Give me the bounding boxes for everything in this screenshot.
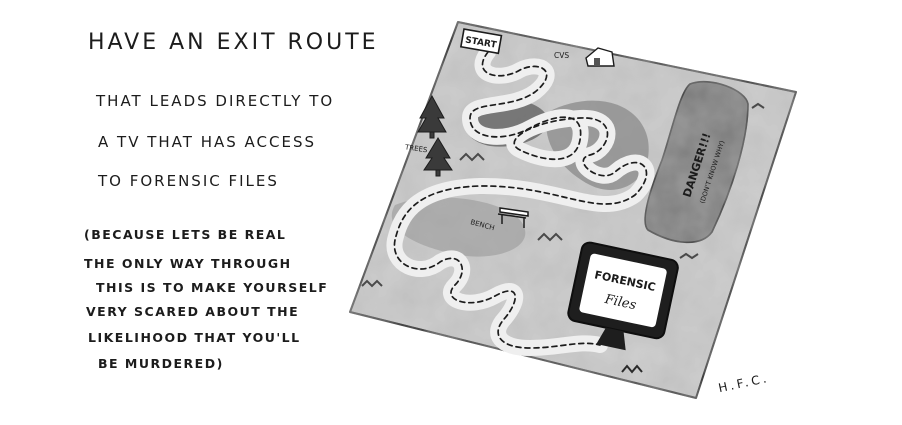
wave-mark: [537, 232, 563, 242]
cvs-building: CVS: [554, 47, 615, 67]
start-sign: START: [459, 28, 503, 55]
tv-label-2: Files: [602, 292, 637, 314]
paren-line-1: (BECAUSE LETS BE REAL: [84, 227, 287, 242]
danger-zone: DANGER!!! (DON'T KNOW WHY): [644, 80, 749, 244]
dark-patch-lower: [391, 197, 526, 257]
tree-icon: [423, 137, 453, 177]
cvs-label: CVS: [554, 51, 569, 60]
tv-icon: FORENSIC Files: [567, 241, 679, 351]
wave-mark: [679, 252, 699, 260]
trees-label: TREES: [404, 143, 429, 154]
paren-line-4: VERY SCARED ABOUT THE: [86, 304, 300, 319]
wave-mark: [751, 102, 765, 109]
caption-title: HAVE AN EXIT ROUTE: [88, 30, 379, 55]
paren-line-2: THE ONLY WAY THROUGH: [84, 256, 292, 271]
caption-line-3: TO FORENSIC FILES: [98, 172, 279, 190]
paren-line-3: THIS IS TO MAKE YOURSELF: [96, 280, 329, 295]
route-dashes: [393, 51, 648, 349]
paren-line-6: BE MURDERED): [98, 356, 224, 371]
wave-mark: [621, 364, 643, 374]
caption-line-2: A TV THAT HAS ACCESS: [98, 133, 316, 151]
wave-mark: [361, 279, 383, 288]
tree-icon: [417, 94, 447, 139]
wave-mark: [459, 152, 485, 162]
paren-line-5: LIKELIHOOD THAT YOU'LL: [88, 330, 301, 345]
caption-line-1: THAT LEADS DIRECTLY TO: [96, 92, 335, 110]
bench-icon: [497, 207, 529, 228]
